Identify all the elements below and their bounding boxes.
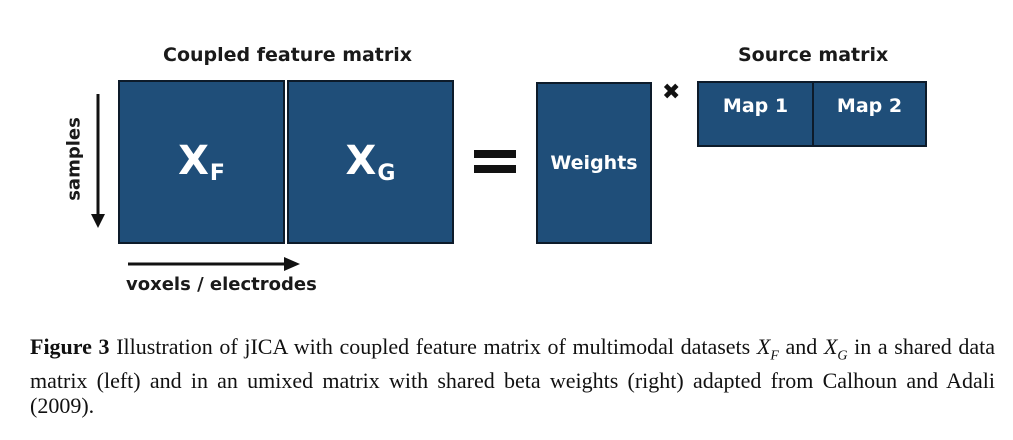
matrix-xf: XF xyxy=(118,80,285,244)
matrix-xg: XG xyxy=(287,80,454,244)
figure-label: Figure 3 xyxy=(30,334,110,359)
caption-var-xg: XG xyxy=(823,334,848,364)
caption-var-xf: XF xyxy=(756,334,779,364)
samples-axis-arrow xyxy=(91,94,105,228)
caption-text-1: Illustration of jICA with coupled featur… xyxy=(109,334,757,359)
multiply-icon: ✖ xyxy=(662,80,681,105)
weights-matrix: Weights xyxy=(536,82,652,244)
figure-caption: Figure 3 Illustration of jICA with coupl… xyxy=(30,334,995,418)
source-matrix-title: Source matrix xyxy=(738,44,889,66)
coupled-matrix-title: Coupled feature matrix xyxy=(163,44,413,66)
voxels-axis-label: voxels / electrodes xyxy=(126,274,317,295)
voxels-axis-arrow xyxy=(128,257,300,271)
caption-text-2: and xyxy=(778,334,824,359)
source-map-1: Map 1 xyxy=(697,81,814,147)
source-map-2: Map 2 xyxy=(812,81,927,147)
caption-text-3: in a shared data matrix (left) and in an… xyxy=(30,334,995,419)
samples-axis-label: samples xyxy=(63,117,85,201)
